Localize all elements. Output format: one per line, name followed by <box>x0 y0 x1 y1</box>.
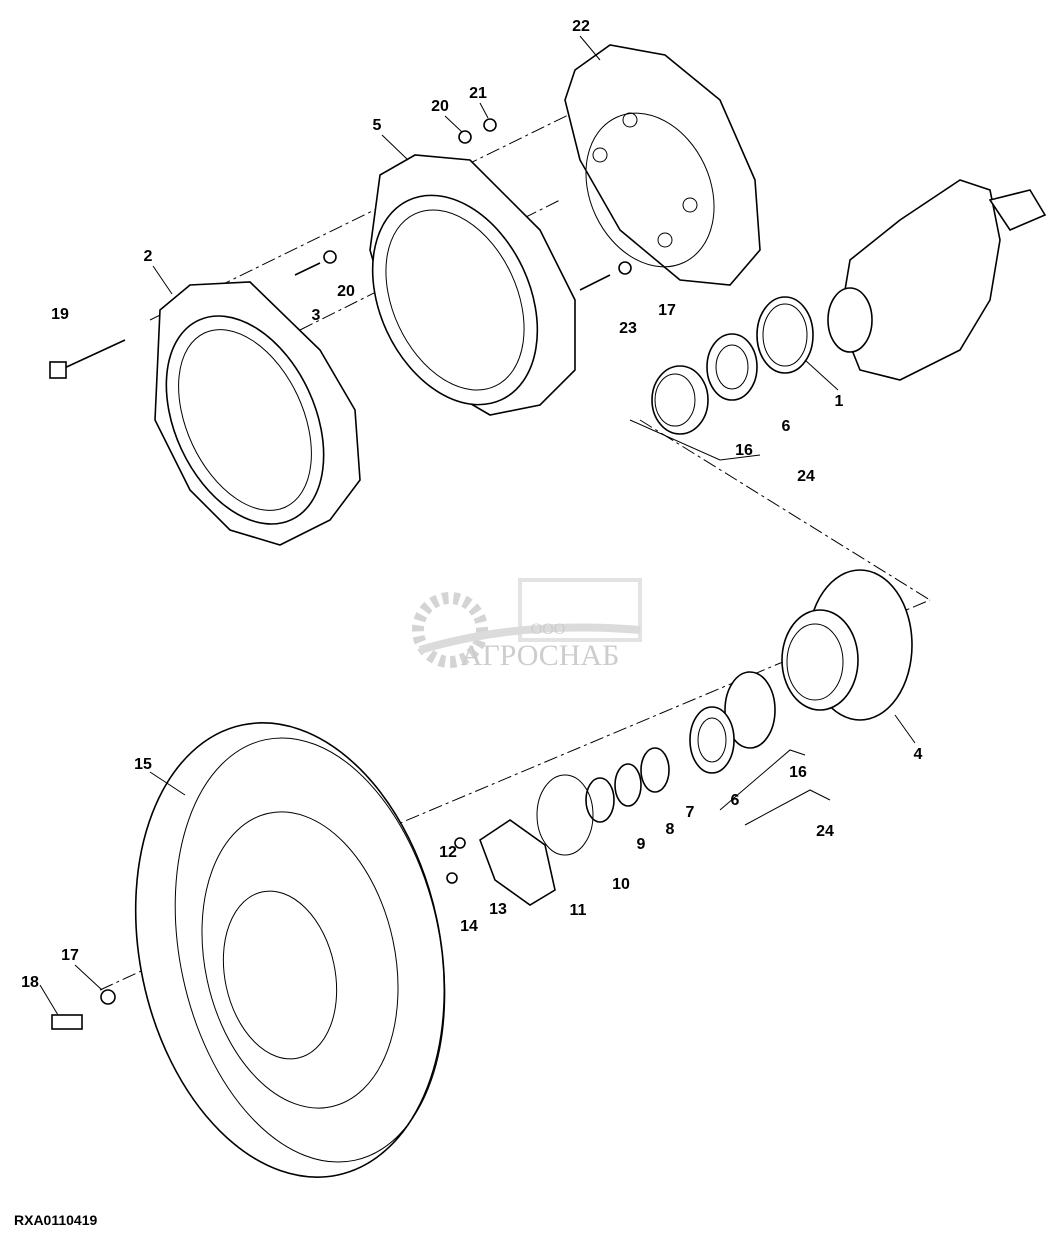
callout-labels: 22 21 20 5 2 19 3 20 23 17 1 6 16 24 4 1… <box>21 18 922 991</box>
leader-lines <box>39 35 916 1016</box>
callout-11: 11 <box>570 902 587 919</box>
callout-5: 5 <box>373 117 382 134</box>
callout-18: 18 <box>21 974 39 991</box>
bearing-set-upper <box>629 296 814 461</box>
callout-3: 3 <box>312 307 321 324</box>
callout-1: 1 <box>835 393 844 410</box>
callout-10: 10 <box>612 876 630 893</box>
callout-17: 17 <box>658 302 676 319</box>
callout-16: 16 <box>735 442 753 459</box>
callout-13: 13 <box>489 901 507 918</box>
watermark-logo: ООО АГРОСНАБ <box>412 578 642 672</box>
callout-14: 14 <box>460 918 478 935</box>
callout-21: 21 <box>469 85 487 102</box>
part-22-weight-plate <box>564 44 761 286</box>
callout-4: 4 <box>914 746 923 763</box>
part-5-wheel-weight <box>369 154 576 416</box>
callout-22: 22 <box>572 18 590 35</box>
callout-20: 20 <box>431 98 449 115</box>
fasteners <box>49 118 632 1030</box>
callout-15: 15 <box>134 756 152 773</box>
callout-8: 8 <box>666 821 675 838</box>
spindle-housing <box>827 179 1047 381</box>
callout-24: 24 <box>797 468 815 485</box>
callout-7: 7 <box>686 804 695 821</box>
callout-20: 20 <box>337 283 355 300</box>
callout-6: 6 <box>782 418 791 435</box>
callout-12: 12 <box>439 844 457 861</box>
callout-2: 2 <box>144 248 153 265</box>
callout-23: 23 <box>619 320 637 337</box>
part-2-wheel-weight <box>154 281 361 546</box>
callout-19: 19 <box>51 306 69 323</box>
part-4-hub <box>781 569 913 721</box>
callout-24: 24 <box>816 823 834 840</box>
bearing-set-lower <box>479 671 831 906</box>
figure-id: RXA0110419 <box>14 1212 98 1228</box>
watermark-prefix: ООО <box>531 621 566 638</box>
callout-16: 16 <box>789 764 807 781</box>
watermark-name: АГРОСНАБ <box>461 639 620 672</box>
callout-9: 9 <box>637 836 646 853</box>
part-15-wheel <box>134 722 446 1178</box>
callout-17: 17 <box>61 947 79 964</box>
callout-6: 6 <box>731 792 740 809</box>
